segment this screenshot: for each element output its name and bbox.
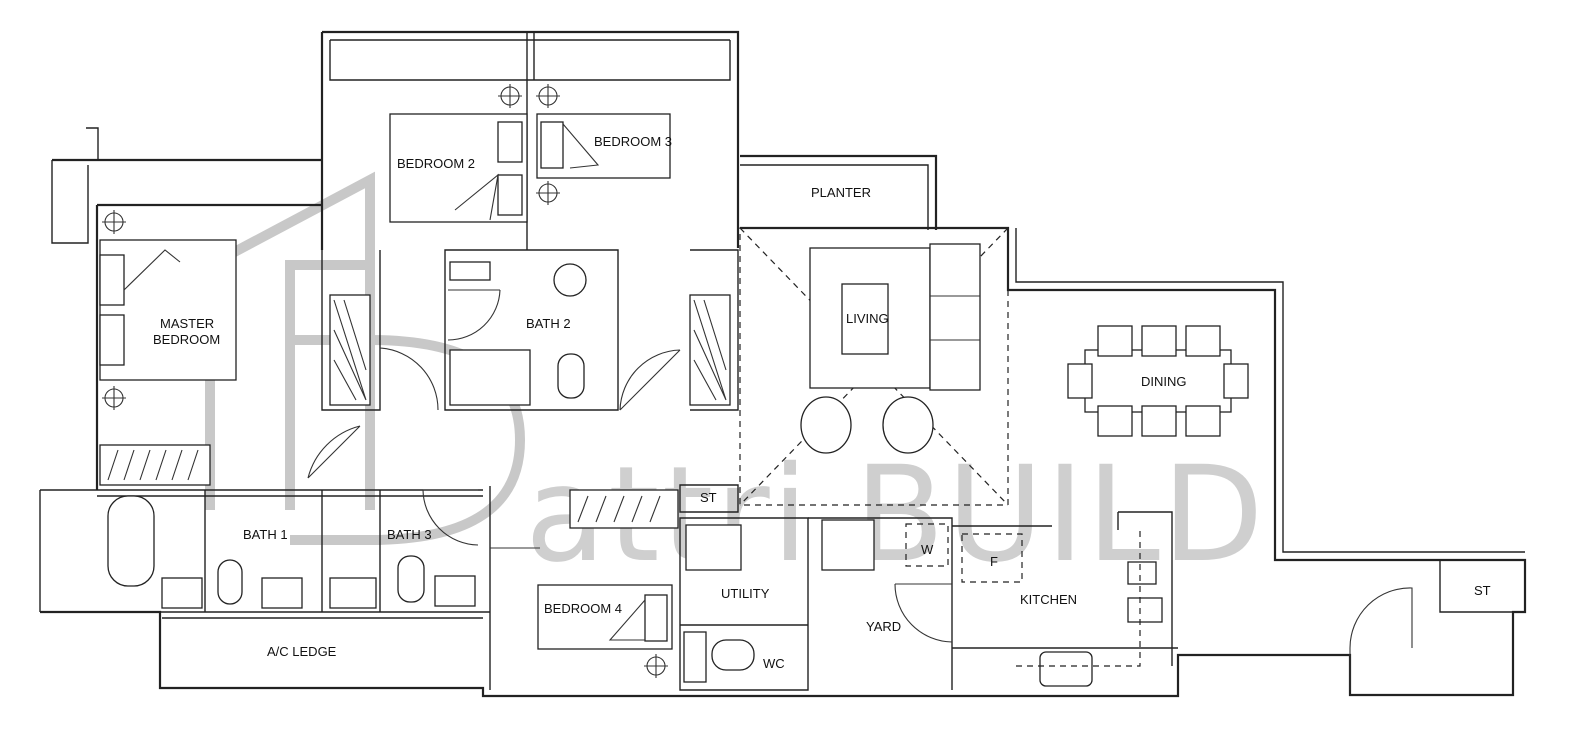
label-ac-ledge: A/C LEDGE bbox=[267, 644, 337, 659]
dining-table bbox=[1067, 325, 1249, 437]
label-living: LIVING bbox=[846, 311, 889, 326]
bathtub-icon bbox=[107, 495, 155, 587]
kitchen-sink-icon bbox=[1039, 651, 1093, 687]
label-kitchen: KITCHEN bbox=[1020, 592, 1077, 607]
door-swings bbox=[307, 289, 1413, 690]
label-bedroom-2: BEDROOM 2 bbox=[397, 156, 475, 171]
label-bedroom-4: BEDROOM 4 bbox=[544, 601, 622, 616]
furniture bbox=[99, 84, 1249, 687]
label-store-1: ST bbox=[700, 490, 717, 505]
label-planter: PLANTER bbox=[811, 185, 871, 200]
label-fridge: F bbox=[990, 554, 998, 569]
armchair bbox=[800, 396, 852, 454]
label-dining: DINING bbox=[1141, 374, 1187, 389]
label-bath-2: BATH 2 bbox=[526, 316, 571, 331]
label-wc: WC bbox=[763, 656, 785, 671]
label-bedroom-3: BEDROOM 3 bbox=[594, 134, 672, 149]
toilet-icon bbox=[557, 353, 585, 399]
label-bath-1: BATH 1 bbox=[243, 527, 288, 542]
sink-icon bbox=[553, 263, 587, 297]
room-labels: BEDROOM 2 BEDROOM 3 PLANTER MASTER BEDRO… bbox=[153, 134, 1491, 671]
label-yard: YARD bbox=[866, 619, 901, 634]
armchair bbox=[882, 396, 934, 454]
wardrobe bbox=[99, 294, 731, 529]
sofa bbox=[929, 243, 981, 391]
label-bath-3: BATH 3 bbox=[387, 527, 432, 542]
light-fixture-icon bbox=[102, 84, 668, 678]
label-utility: UTILITY bbox=[721, 586, 770, 601]
label-store-2: ST bbox=[1474, 583, 1491, 598]
label-washer: W bbox=[921, 542, 934, 557]
label-master-line1: MASTER bbox=[160, 316, 214, 331]
label-master-line2: BEDROOM bbox=[153, 332, 220, 347]
